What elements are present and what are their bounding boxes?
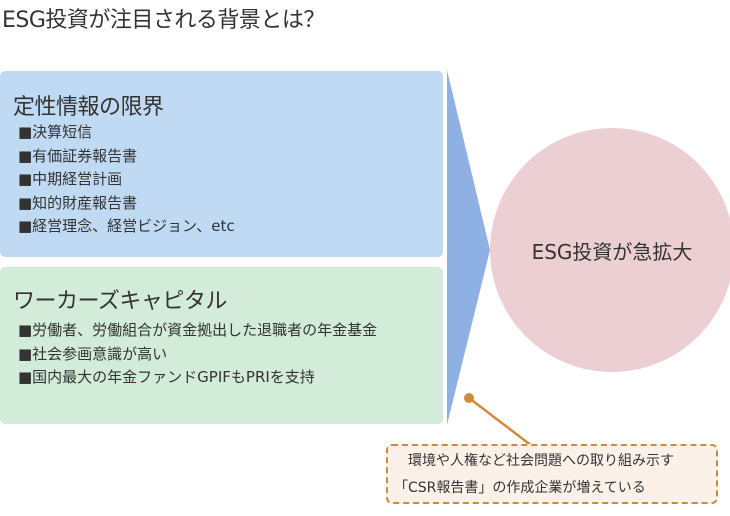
qualitative-info-box: 定性情報の限界 ■決算短信 ■有価証券報告書 ■中期経営計画 ■知的財産報告書 … xyxy=(0,71,443,257)
qualitative-heading: 定性情報の限界 xyxy=(13,95,164,120)
list-item: ■社会参画意識が高い xyxy=(18,344,168,363)
result-label: ESG投資が急拡大 xyxy=(531,239,693,264)
arrow-shape xyxy=(447,70,490,425)
callout-line-2: 「CSR報告書」の作成企業が増えている xyxy=(394,480,646,496)
list-item: ■国内最大の年金ファンドGPIFもPRIを支持 xyxy=(18,368,315,386)
list-item: ■中期経営計画 xyxy=(18,170,123,188)
workers-list: ■労働者、労働組合が資金拠出した退職者の年金基金 ■社会参画意識が高い ■国内最… xyxy=(18,319,377,390)
page-title: ESG投資が注目される背景とは？ xyxy=(2,8,325,33)
list-item: ■決算短信 xyxy=(18,123,93,141)
callout-line-1: 環境や人権など社会問題への取り組み示す xyxy=(408,453,674,469)
list-item: ■経営理念、経営ビジョン、etc xyxy=(18,217,235,235)
list-item: ■有価証券報告書 xyxy=(18,146,138,165)
list-item: ■知的財産報告書 xyxy=(18,193,138,212)
list-item: ■労働者、労働組合が資金拠出した退職者の年金基金 xyxy=(18,321,378,339)
workers-capital-box: ワーカーズキャピタル ■労働者、労働組合が資金拠出した退職者の年金基金 ■社会参… xyxy=(0,267,443,424)
qualitative-list: ■決算短信 ■有価証券報告書 ■中期経営計画 ■知的財産報告書 ■経営理念、経営… xyxy=(18,121,235,239)
callout-leader-dot xyxy=(464,393,474,403)
callout-box: 環境や人権など社会問題への取り組み示す 「CSR報告書」の作成企業が増えている xyxy=(386,444,718,504)
result-circle: ESG投資が急拡大 xyxy=(490,128,730,372)
workers-heading: ワーカーズキャピタル xyxy=(13,289,227,314)
callout-leader-line xyxy=(468,397,533,447)
